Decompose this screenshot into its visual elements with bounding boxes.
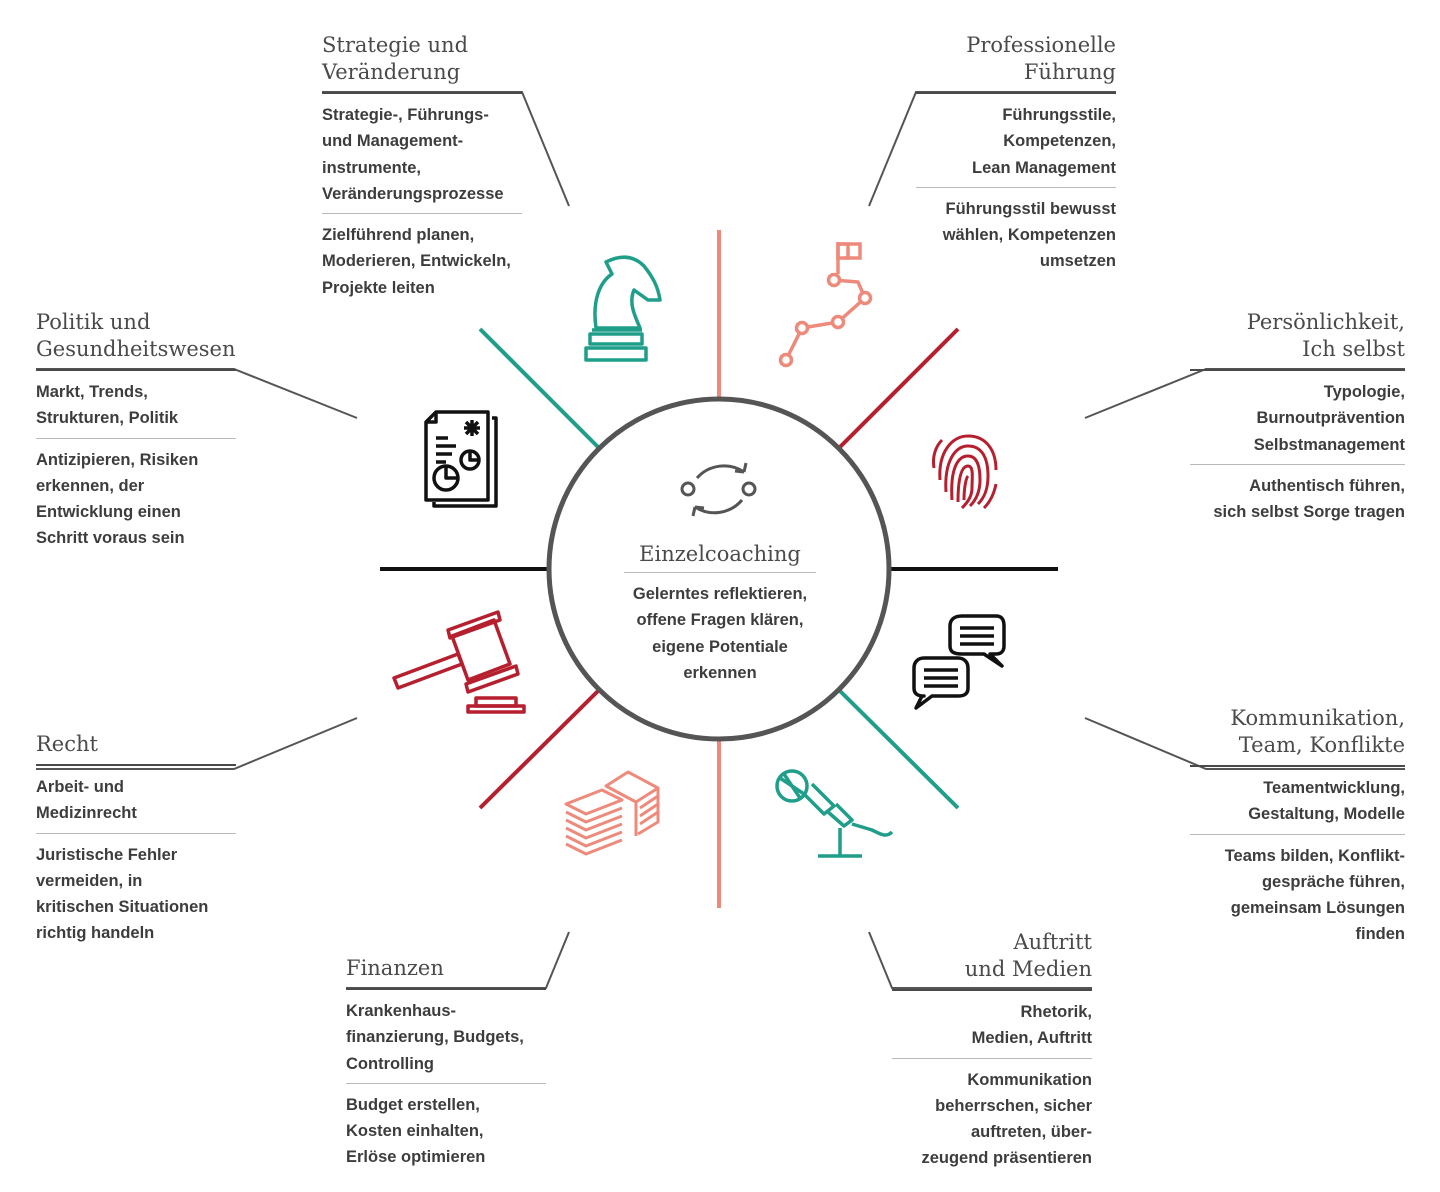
topic-content: Typologie, Burnoutprävention Selbstmanag… [1190,369,1405,464]
topic-goal: Antizipieren, Risiken erkennen, der Entw… [36,437,236,558]
topic-content: Strategie-, Führungs- und Management- in… [322,92,522,213]
center-body: Gelerntes reflektieren, offene Fragen kl… [632,585,808,682]
report-document-icon [424,410,498,508]
center-circle [546,396,892,742]
spoke-bottom-right [837,688,960,810]
connector-auftritt [868,931,1092,989]
speech-bubbles-icon [912,614,1006,710]
connector-recht [36,717,358,770]
topic-goal: Authentisch führen, sich selbst Sorge tr… [1190,463,1405,532]
microphone-icon [775,769,894,858]
connector-kommunikation [1084,717,1405,770]
topic-content: Krankenhaus- finanzierung, Budgets, Cont… [346,988,546,1083]
gavel-icon [392,610,526,714]
topic-content: Teamentwicklung, Gestaltung, Modelle [1190,765,1405,834]
spoke-top-left [478,327,601,450]
topic-strategie: Strategie und Veränderung Strategie-, Fü… [322,32,522,307]
topic-goal: Führungsstil bewusst wählen, Kompetenzen… [916,186,1116,281]
topic-title: Auftritt und Medien [964,930,1092,981]
topic-title: Finanzen [346,956,444,980]
topic-content: Führungsstile, Kompetenzen, Lean Managem… [916,92,1116,187]
topic-goal: Budget erstellen, Kosten einhalten, Erlö… [346,1082,546,1177]
topic-content: Rhetorik, Medien, Auftritt [892,989,1092,1058]
topic-recht: Recht Arbeit- und Medizinrecht Juristisc… [36,731,236,953]
topic-content: Arbeit- und Medizinrecht [36,764,236,833]
center-title: Einzelcoaching [624,542,816,573]
topic-fuehrung: Professionelle Führung Führungsstile, Ko… [916,32,1116,281]
topic-title: Persönlichkeit, Ich selbst [1246,310,1405,361]
money-stack-icon [564,770,660,856]
topic-title: Kommunikation, Team, Konflikte [1230,706,1405,757]
chess-knight-icon [584,255,662,362]
topic-auftritt: Auftritt und Medien Rhetorik, Medien, Au… [892,929,1092,1178]
topic-finanzen: Finanzen Krankenhaus- finanzierung, Budg… [346,955,546,1177]
topic-kommunikation: Kommunikation, Team, Konflikte Teamentwi… [1190,705,1405,954]
topic-title: Recht [36,732,98,756]
topic-goal: Kommunikation beherrschen, sicher auftre… [892,1057,1092,1178]
topic-goal: Juristische Fehler vermeiden, in kritisc… [36,832,236,953]
refresh-cycle-icon [680,462,757,517]
topic-goal: Teams bilden, Konflikt- gespräche führen… [1190,833,1405,954]
topic-politik: Politik und Gesundheitswesen Markt, Tren… [36,309,236,558]
fingerprint-icon [932,434,998,510]
spoke-top-right [837,327,960,450]
spoke-bottom-left [478,688,601,810]
topic-title: Professionelle Führung [966,33,1116,84]
topic-content: Markt, Trends, Strukturen, Politik [36,369,236,438]
path-flag-icon [778,242,873,368]
center-label: Einzelcoaching Gelerntes reflektieren, o… [620,542,820,686]
topic-persoenlichkeit: Persönlichkeit, Ich selbst Typologie, Bu… [1190,309,1405,531]
topic-goal: Zielführend planen, Moderieren, Entwicke… [322,213,522,307]
topic-title: Strategie und Veränderung [322,33,469,84]
topic-title: Politik und Gesundheitswesen [36,310,236,361]
